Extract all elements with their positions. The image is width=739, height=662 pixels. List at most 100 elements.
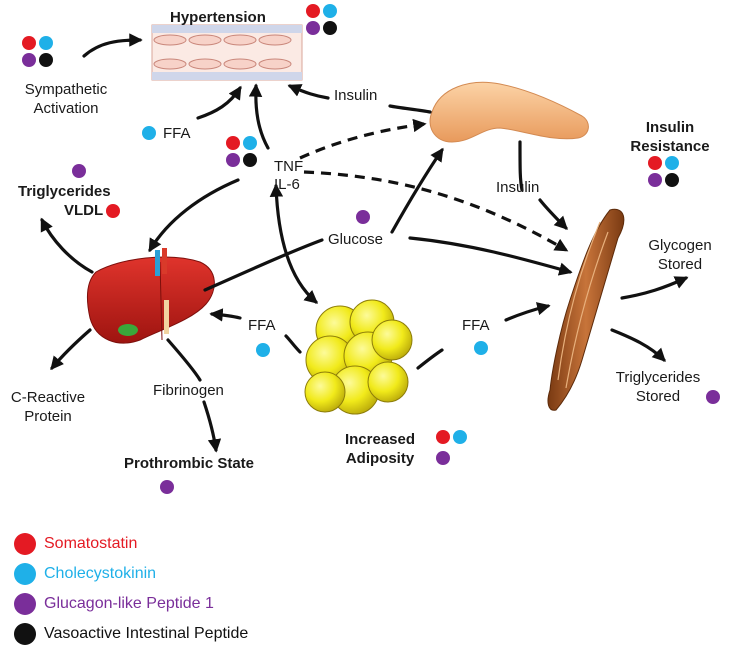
legend-dot [14,622,36,645]
cholecystokinin-dot [474,341,488,355]
fibrinogen-label: Fibrinogen [153,382,224,399]
arrow-fibrinogen-to-prothrombic [202,400,222,453]
arrow-tnf-to-liver [148,178,240,253]
insulin-right-label: Insulin [496,179,540,196]
vip-dot [665,173,679,187]
dashed-arrow-tnf-to-muscle [303,170,569,252]
ffa-top-label: FFA [163,125,191,142]
vip-dot [243,153,257,167]
tg-stored-markers [706,390,726,404]
arrow-adipose-to-liver-b [209,308,242,322]
legend-label: Somatostatin [44,534,138,552]
somatostatin-dot [22,36,36,50]
triglycerides-label: Triglycerides [18,183,111,200]
insulin-top-label: Insulin [334,87,378,104]
somatostatin-dot [648,156,662,170]
vldl-label: VLDL [64,202,104,219]
tnf-markers [226,136,266,167]
glp1-dot [306,21,320,35]
arrow-muscle-to-tg-stored [610,328,666,362]
muscle-icon [547,208,625,411]
ffa-right-label: FFA [462,317,490,334]
il6-label: IL-6 [274,176,300,193]
arrow-sympathetic-to-vessel [82,33,143,58]
somatostatin-dot [436,430,450,444]
cholecystokinin-dot [142,126,156,140]
pancreas-icon [429,81,589,143]
adiposity-markers [436,430,476,444]
cholecystokinin-dot [256,343,270,357]
blood-vessel-icon [151,24,303,81]
arrow-pancreas-to-muscle [518,140,524,192]
somatostatin-dot [306,4,320,18]
arrow-liver-to-glucose [203,238,324,292]
prothrombic-state-label: Prothrombic State [124,455,255,472]
arrow-muscle-to-glycogen [620,276,689,300]
arrow-adipose-to-muscle-b [504,302,551,322]
glucose-markers [356,210,376,224]
arrow-insulin-to-muscle [538,198,568,230]
cholecystokinin-dot [665,156,679,170]
legend-item: Glucagon-like Peptide 1 [14,590,248,617]
ffa-left-label: FFA [248,317,276,334]
legend-label: Glucagon-like Peptide 1 [44,594,214,612]
arrow-tnf-to-vessel [248,83,270,150]
adiposity-markers-2 [436,451,456,465]
glp1-dot [436,451,450,465]
ffa-top-markers [142,126,162,140]
sympathetic-markers [22,36,62,67]
cholecystokinin-dot [243,136,257,150]
glp1-dot [72,164,86,178]
insulin-resistance-markers [648,156,688,187]
legend-label: Vasoactive Intestinal Peptide [44,624,249,642]
glp1-dot [160,480,174,494]
legend-dot [14,562,36,585]
cholecystokinin-dot [323,4,337,18]
legend-label: Cholecystokinin [44,564,157,582]
ffa-right-markers [474,341,494,355]
glp1-dot [22,53,36,67]
somatostatin-dot [106,204,120,218]
vip-dot [323,21,337,35]
hypertension-label: Hypertension [170,9,266,26]
arrow-adipose-to-muscle-a [416,348,444,370]
cholecystokinin-dot [39,36,53,50]
tnf-label: TNF [274,158,304,175]
arrow-tnf-to-adipose [269,183,319,304]
legend-dot [14,592,36,615]
arrow-liver-to-crp [50,328,92,371]
legend-dot [14,532,36,555]
dashed-arrow-tnf-to-pancreas [299,118,427,160]
glucose-label: Glucose [328,231,384,248]
glp1-dot [648,173,662,187]
somatostatin-dot [226,136,240,150]
glp1-dot [356,210,370,224]
arrow-glucose-to-pancreas [390,147,444,234]
arrow-liver-to-fibrinogen [166,338,202,382]
arrow-glucose-to-muscle [408,236,573,276]
ffa-left-markers [256,343,276,357]
glp1-dot [226,153,240,167]
vldl-markers [106,204,126,218]
triglycerides-markers [72,164,92,178]
arrow-liver-to-triglycerides [40,217,94,274]
glp1-dot [706,390,720,404]
adipose-tissue-icon [304,299,413,415]
legend-item: Vasoactive Intestinal Peptide [14,620,248,647]
hypertension-markers [306,4,346,35]
arrow-pancreas-to-vessel-a [388,104,432,114]
prothrombic-markers [160,480,180,494]
legend-item: Somatostatin [14,530,248,557]
arrow-pancreas-to-vessel-b [287,84,330,100]
legend-item: Cholecystokinin [14,560,248,587]
liver-icon [87,248,215,344]
cholecystokinin-dot [453,430,467,444]
